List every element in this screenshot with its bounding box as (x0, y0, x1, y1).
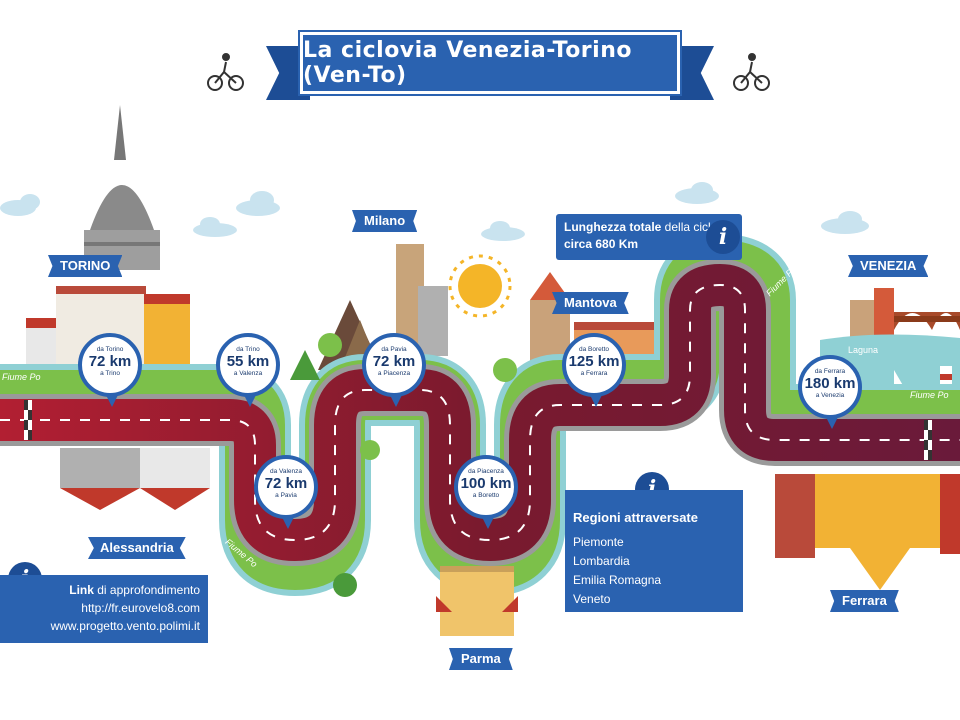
mole-antonelliana-icon (84, 105, 160, 270)
marker-from: da Pavia (381, 346, 407, 353)
region-item: Emilia Romagna (573, 573, 662, 587)
marker-from: da Torino (96, 346, 124, 353)
city-label-parma: Parma (449, 648, 513, 670)
city-label-milano: Milano (352, 210, 418, 232)
marker-from: da Trino (236, 346, 260, 353)
distance-marker: da Piacenza 100 km a Boretto (454, 455, 518, 529)
cyclist-icon (733, 53, 770, 91)
cloud-icon (0, 194, 40, 216)
marker-to: a Piacenza (377, 370, 411, 377)
marker-to: a Pavia (275, 492, 297, 499)
page-title: La ciclovia Venezia-Torino (Ven-To) (303, 38, 632, 88)
tree-icon (318, 333, 342, 357)
city-label-alessandria: Alessandria (88, 537, 186, 559)
marker-distance: 55 km (226, 353, 270, 370)
cloud-icon (481, 221, 525, 241)
marker-to: a Trino (100, 370, 120, 377)
distance-marker: da Trino 55 km a Valenza (216, 333, 280, 407)
city-label-mantova: Mantova (552, 292, 629, 314)
marker-distance: 180 km (804, 375, 856, 392)
link-vento-polimi[interactable]: www.progetto.vento.polimi.it (50, 619, 200, 633)
marker-to: a Ferrara (580, 370, 608, 377)
marker-to: a Venezia (815, 392, 845, 399)
parma-buildings (436, 566, 518, 636)
tree-icon (290, 350, 320, 380)
total-length-value: circa 680 Km (564, 237, 639, 251)
sun-icon (448, 254, 512, 318)
marker-distance: 72 km (88, 353, 132, 370)
cloud-icon (821, 211, 869, 234)
river-label: Fiume Po (910, 390, 949, 400)
marker-from: da Valenza (269, 468, 303, 475)
marker-distance: 125 km (568, 353, 620, 370)
regions-title: Regioni attraversate (573, 510, 698, 525)
cloud-icon (236, 191, 280, 216)
marker-from: da Boretto (579, 346, 609, 353)
laguna-label: Laguna (848, 345, 879, 355)
distance-marker: da Valenza 72 km a Pavia (254, 455, 318, 529)
info-icon: i (706, 220, 740, 254)
marker-from: da Piacenza (468, 468, 504, 475)
venezia-buildings (850, 288, 960, 340)
city-label-ferrara: Ferrara (830, 590, 899, 612)
marker-from: da Ferrara (814, 368, 846, 375)
link-eurovelo[interactable]: http://fr.eurovelo8.com (81, 601, 200, 615)
road-center-line (0, 283, 960, 542)
cloud-icon (675, 182, 719, 204)
marker-distance: 72 km (372, 353, 416, 370)
links-box: Link di approfondimento http://fr.eurove… (0, 575, 208, 643)
distance-marker: da Torino 72 km a Trino (78, 333, 142, 407)
alessandria-buildings (60, 448, 210, 510)
city-label-venezia: VENEZIA (848, 255, 929, 277)
tree-icon (333, 573, 357, 597)
river-label: Fiume Po (2, 372, 41, 382)
cloud-icon (193, 217, 237, 237)
start-line (24, 400, 32, 440)
marker-distance: 100 km (460, 475, 512, 492)
city-label-torino: TORINO (48, 255, 123, 277)
finish-line (924, 420, 932, 460)
distance-marker: da Ferrara 180 km a Venezia (798, 355, 862, 429)
region-item: Piemonte (573, 535, 624, 549)
cyclist-icon (207, 53, 244, 91)
marker-to: a Valenza (233, 370, 263, 377)
ferrara-buildings (775, 474, 960, 590)
regions-box: Regioni attraversate Piemonte Lombardia … (565, 490, 743, 612)
distance-marker: da Pavia 72 km a Piacenza (362, 333, 426, 407)
links-heading-bold: Link (69, 583, 94, 597)
tree-icon (493, 358, 517, 382)
links-heading-text: di approfondimento (93, 583, 200, 597)
region-item: Veneto (573, 592, 611, 606)
region-item: Lombardia (573, 554, 630, 568)
marker-distance: 72 km (264, 475, 308, 492)
tree-icon (360, 440, 380, 460)
marker-to: a Boretto (472, 492, 500, 499)
total-length-bold: Lunghezza totale (564, 220, 662, 234)
title-banner: La ciclovia Venezia-Torino (Ven-To) (298, 30, 682, 96)
distance-marker: da Boretto 125 km a Ferrara (562, 333, 626, 407)
